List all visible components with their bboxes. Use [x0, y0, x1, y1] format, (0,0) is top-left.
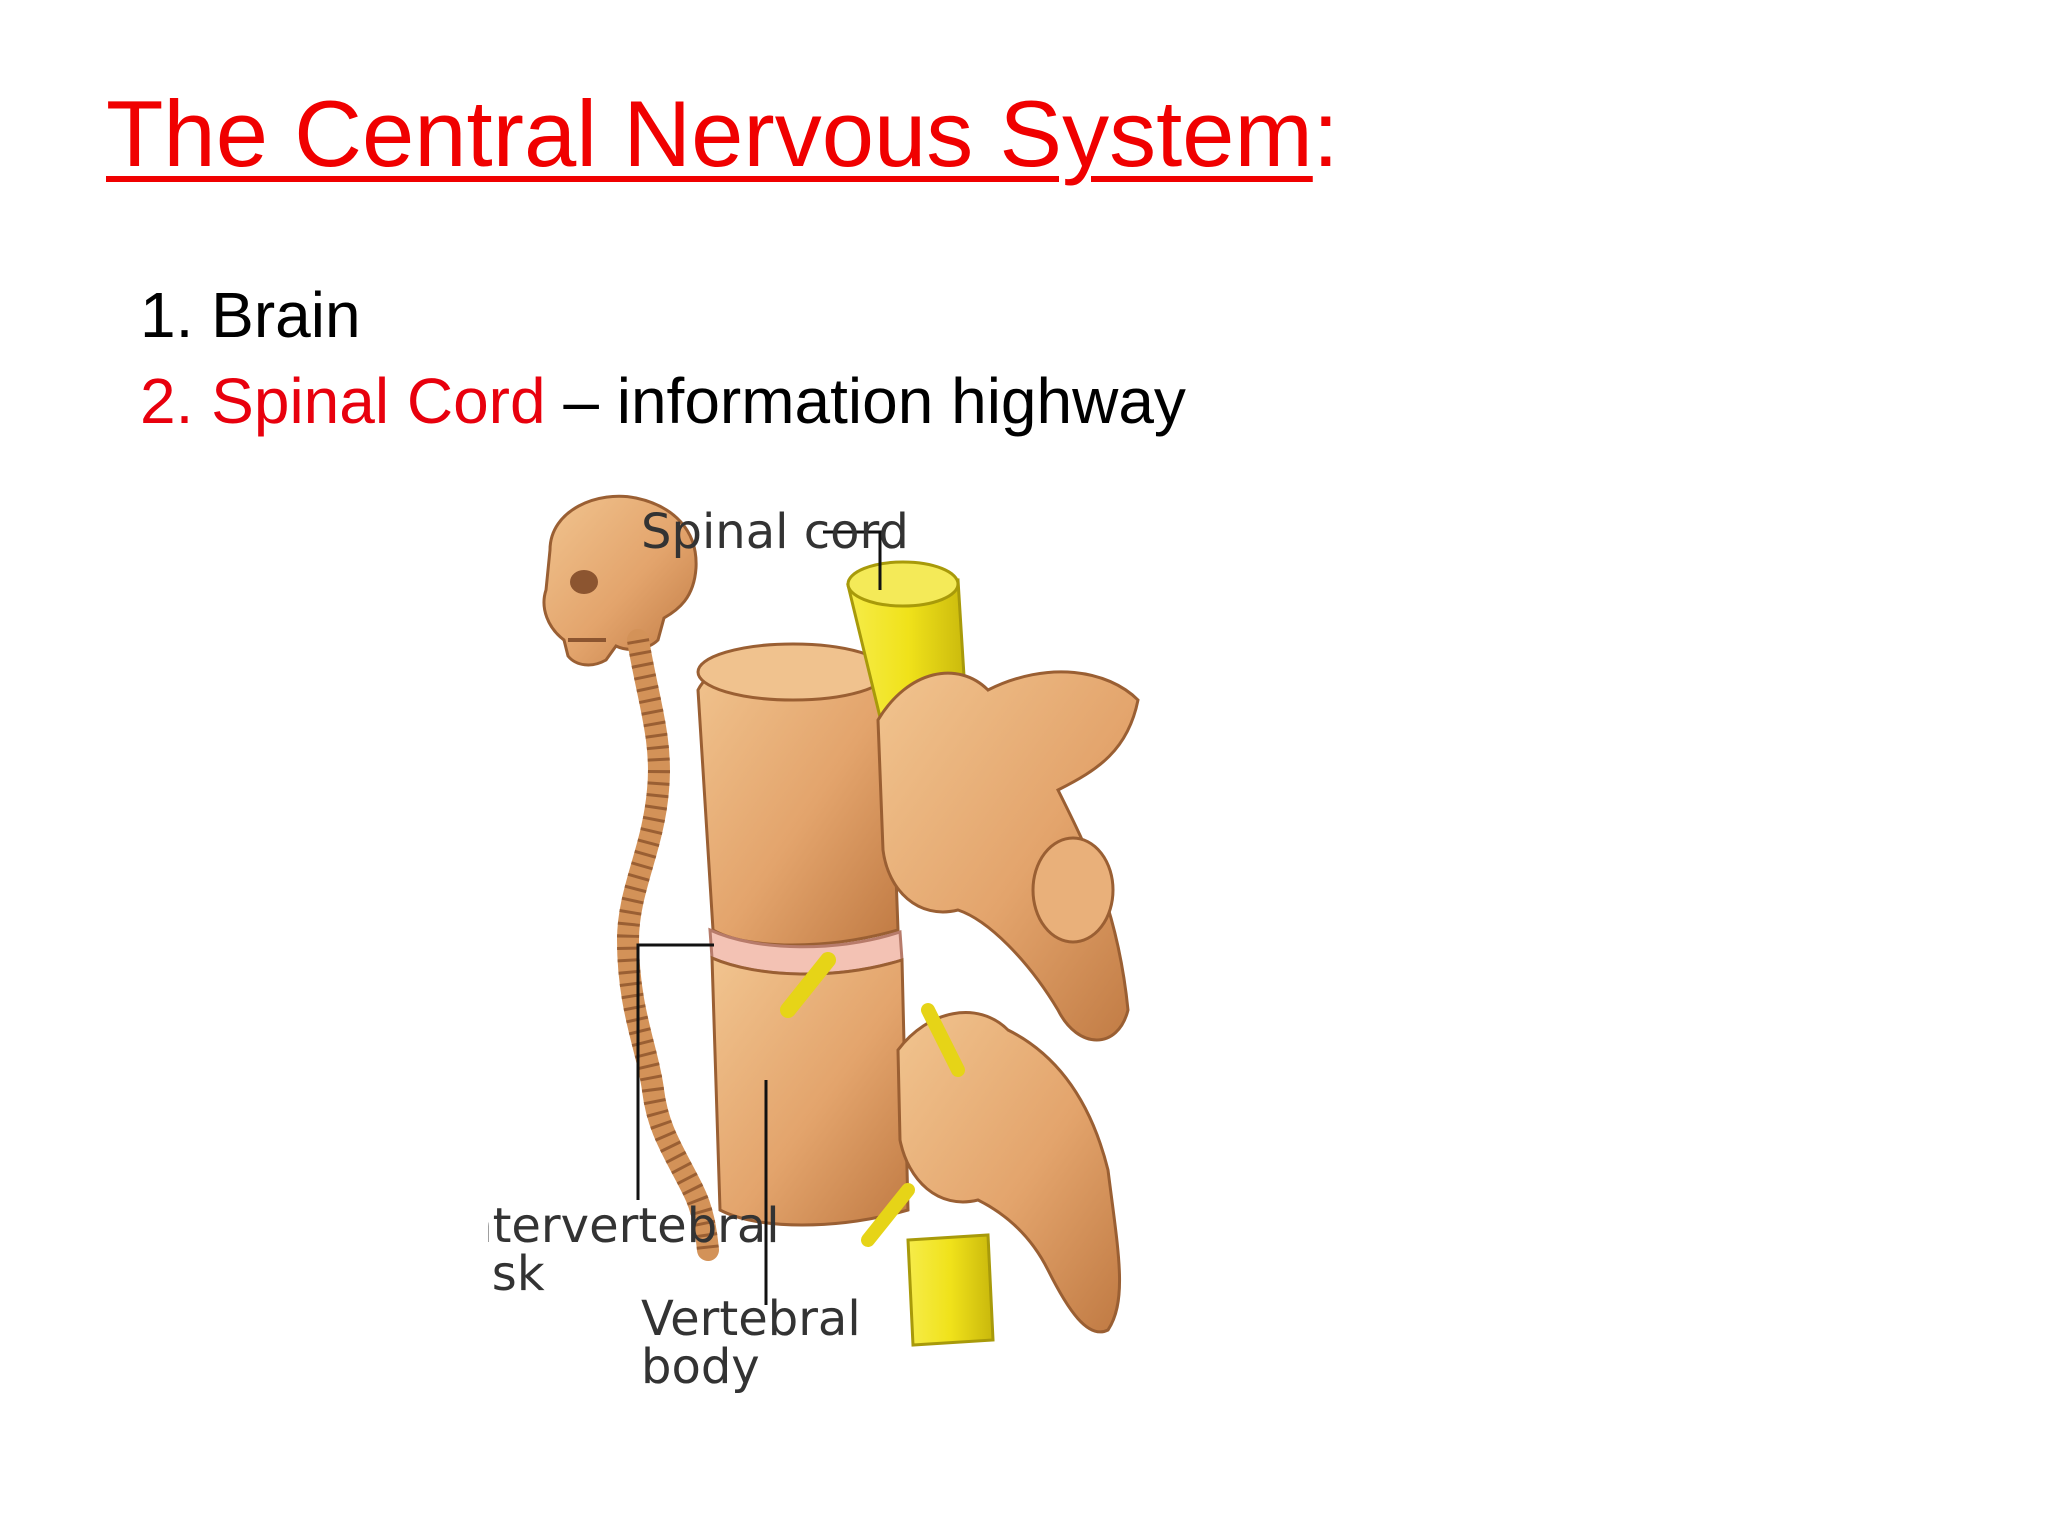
label-leader-lines [636, 530, 882, 1305]
list-item-brain: 1. Brain [140, 272, 1186, 358]
list-item-description: – information highway [563, 365, 1186, 437]
list-item-number: 2. [140, 365, 194, 437]
facet-joint [1031, 836, 1115, 944]
slide-title-colon: : [1312, 81, 1339, 186]
nerve-root-lower [861, 1183, 915, 1247]
label-intervertebral-line2: disk [488, 1246, 545, 1302]
list-item-number: 1. [140, 279, 194, 351]
intervertebral-leader-line [636, 943, 714, 1200]
label-intervertebral-line1: Intervertebral [488, 1198, 780, 1254]
spinal-cord-lower-shape [906, 1233, 995, 1347]
skull-eye-socket [570, 570, 598, 594]
spine-vertebrae-marks [616, 638, 719, 1252]
lower-vertebral-process [896, 1011, 1121, 1334]
upper-body-top-surface [696, 642, 890, 702]
spine-illustration-svg: Spinal cord Intervertebral disk Vertebra… [488, 494, 1140, 1395]
label-vertebral-line1: Vertebral [641, 1291, 861, 1347]
skull-and-spine-drawing [542, 494, 719, 1261]
nerve-root-upper [780, 952, 836, 1018]
cns-list: 1. Brain 2. Spinal Cord – information hi… [140, 272, 1186, 444]
spinal-cord-leader-line [823, 530, 882, 590]
label-spinal-cord: Spinal cord [641, 504, 909, 560]
list-item-term: Brain [211, 279, 361, 351]
spinal-cord-top [846, 560, 960, 608]
spine-illustration: Spinal cord Intervertebral disk Vertebra… [488, 490, 1493, 1425]
label-vertebral-line2: body [641, 1339, 760, 1395]
skull-shape [542, 494, 698, 667]
slide-title: The Central Nervous System: [106, 82, 1339, 185]
list-item-spinal-cord: 2. Spinal Cord – information highway [140, 358, 1186, 444]
slide-title-text: The Central Nervous System [106, 81, 1313, 186]
nerve-root-middle [921, 1003, 965, 1077]
lower-vertebral-body [710, 955, 910, 1227]
vertebrae-closeup-drawing [696, 560, 1140, 1347]
list-item-term: Spinal Cord [211, 365, 546, 437]
